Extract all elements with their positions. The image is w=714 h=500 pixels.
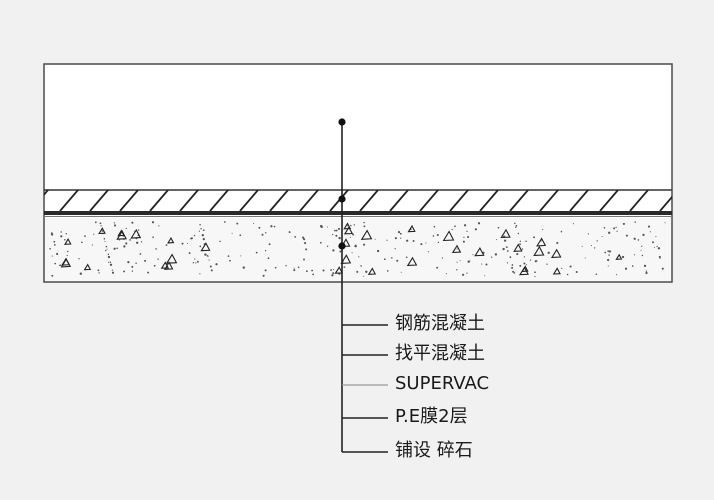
crushed-stone-layer	[45, 218, 671, 281]
leader-dot-low	[338, 242, 346, 250]
membrane-layer	[44, 211, 672, 217]
reinforced-concrete-layer	[45, 65, 671, 190]
leader-dot-mid	[338, 195, 346, 203]
leveling-concrete-layer	[44, 189, 672, 211]
leader-dot-top	[338, 118, 346, 126]
callout-label-leveling-concrete: 找平混凝土	[395, 343, 485, 364]
leader-line	[338, 118, 388, 453]
callout-label-crushed-stone: 铺设 碎石	[395, 440, 473, 461]
callout-label-pe-film: P.E膜2层	[395, 406, 468, 427]
callout-label-reinforced-concrete: 钢筋混凝土	[395, 313, 485, 334]
callout-label-supervac: SUPERVAC	[395, 373, 490, 394]
